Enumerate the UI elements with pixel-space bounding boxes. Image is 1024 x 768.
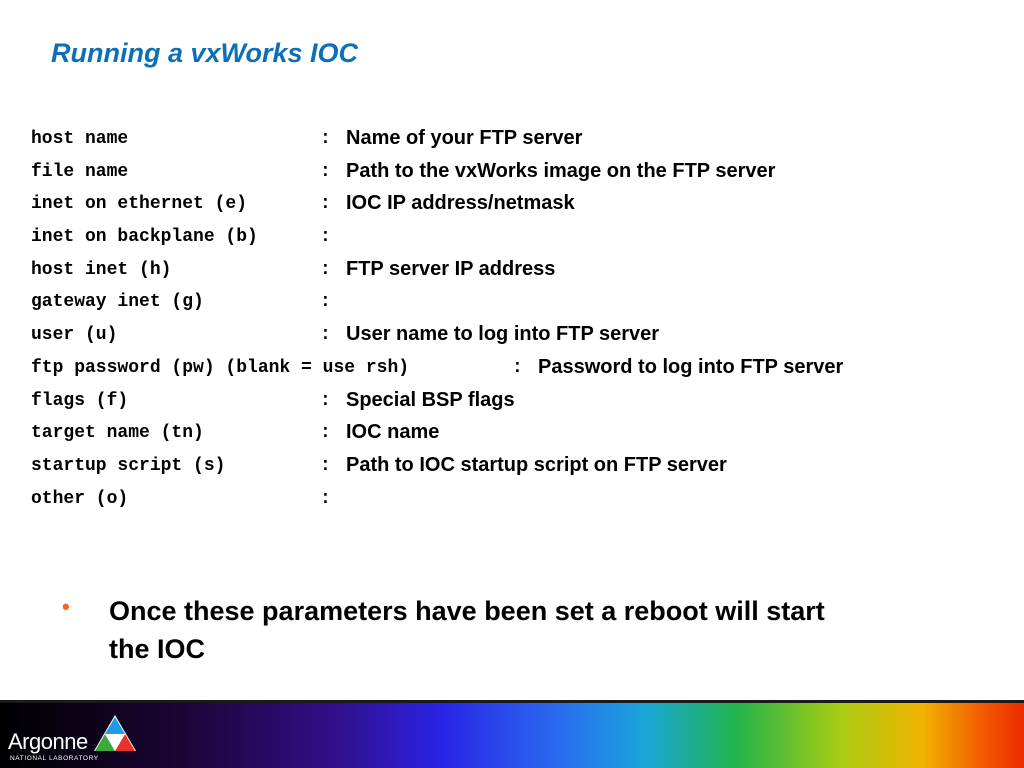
bullet-text: Once these parameters have been set a re… bbox=[109, 596, 825, 664]
param-key: other (o) bbox=[31, 488, 129, 509]
slide-title: Running a vxWorks IOC bbox=[51, 38, 359, 68]
param-separator: : bbox=[320, 259, 331, 280]
param-separator: : bbox=[512, 357, 523, 378]
param-row: user (u) : User name to log into FTP ser… bbox=[31, 322, 1011, 355]
param-key: inet on ethernet (e) bbox=[31, 194, 248, 215]
logo-subtitle: NATIONAL LABORATORY bbox=[10, 755, 99, 762]
param-row: target name (tn) : IOC name bbox=[31, 420, 1011, 453]
param-row: gateway inet (g) : bbox=[31, 289, 1011, 322]
param-key: gateway inet (g) bbox=[31, 292, 204, 313]
param-description: Password to log into FTP server bbox=[538, 355, 844, 378]
footer-banner: Argonne NATIONAL LABORATORY bbox=[0, 700, 1024, 768]
param-separator: : bbox=[320, 488, 331, 509]
param-row: file name : Path to the vxWorks image on… bbox=[31, 159, 1011, 192]
param-description: Name of your FTP server bbox=[346, 127, 583, 149]
param-separator: : bbox=[320, 325, 331, 346]
param-row: other (o) : bbox=[31, 486, 1011, 519]
param-row: ftp password (pw) (blank = use rsh) : Pa… bbox=[31, 355, 1011, 388]
param-separator: : bbox=[320, 292, 331, 313]
param-description: Special BSP flags bbox=[346, 388, 515, 411]
param-description: Path to IOC startup script on FTP server bbox=[346, 453, 727, 476]
param-key: user (u) bbox=[31, 325, 118, 346]
param-key: startup script (s) bbox=[31, 455, 226, 476]
logo-wordmark: Argonne bbox=[8, 729, 88, 754]
bullet-marker-icon: • bbox=[62, 594, 70, 619]
param-row: inet on ethernet (e) : IOC IP address/ne… bbox=[31, 191, 1011, 224]
param-description: IOC IP address/netmask bbox=[346, 192, 575, 215]
param-key: inet on backplane (b) bbox=[31, 227, 258, 248]
param-separator: : bbox=[320, 227, 331, 248]
param-row: flags (f) : Special BSP flags bbox=[31, 388, 1011, 421]
param-row: startup script (s) : Path to IOC startup… bbox=[31, 453, 1011, 486]
argonne-logo: Argonne NATIONAL LABORATORY bbox=[8, 713, 138, 763]
param-separator: : bbox=[320, 423, 331, 444]
param-key: host name bbox=[31, 129, 129, 149]
param-separator: : bbox=[320, 194, 331, 215]
param-description: FTP server IP address bbox=[346, 257, 556, 280]
param-key: file name bbox=[31, 161, 129, 182]
param-key: flags (f) bbox=[31, 390, 129, 411]
param-row: host inet (h) : FTP server IP address bbox=[31, 257, 1011, 290]
boot-parameters-list: host name : Name of your FTP server file… bbox=[31, 126, 1011, 518]
param-separator: : bbox=[320, 455, 331, 476]
param-description: User name to log into FTP server bbox=[346, 323, 660, 346]
param-key: target name (tn) bbox=[31, 423, 204, 444]
param-description: IOC name bbox=[346, 421, 440, 444]
argonne-triangle-logo-icon bbox=[94, 715, 136, 751]
param-row: host name : Name of your FTP server bbox=[31, 126, 1011, 159]
param-separator: : bbox=[320, 161, 331, 182]
param-key: host inet (h) bbox=[31, 259, 172, 280]
param-separator: : bbox=[320, 390, 331, 411]
param-description: Path to the vxWorks image on the FTP ser… bbox=[346, 159, 776, 182]
param-separator: : bbox=[320, 129, 331, 149]
param-key: ftp password (pw) (blank = use rsh) bbox=[31, 357, 410, 378]
param-row: inet on backplane (b) : bbox=[31, 224, 1011, 257]
